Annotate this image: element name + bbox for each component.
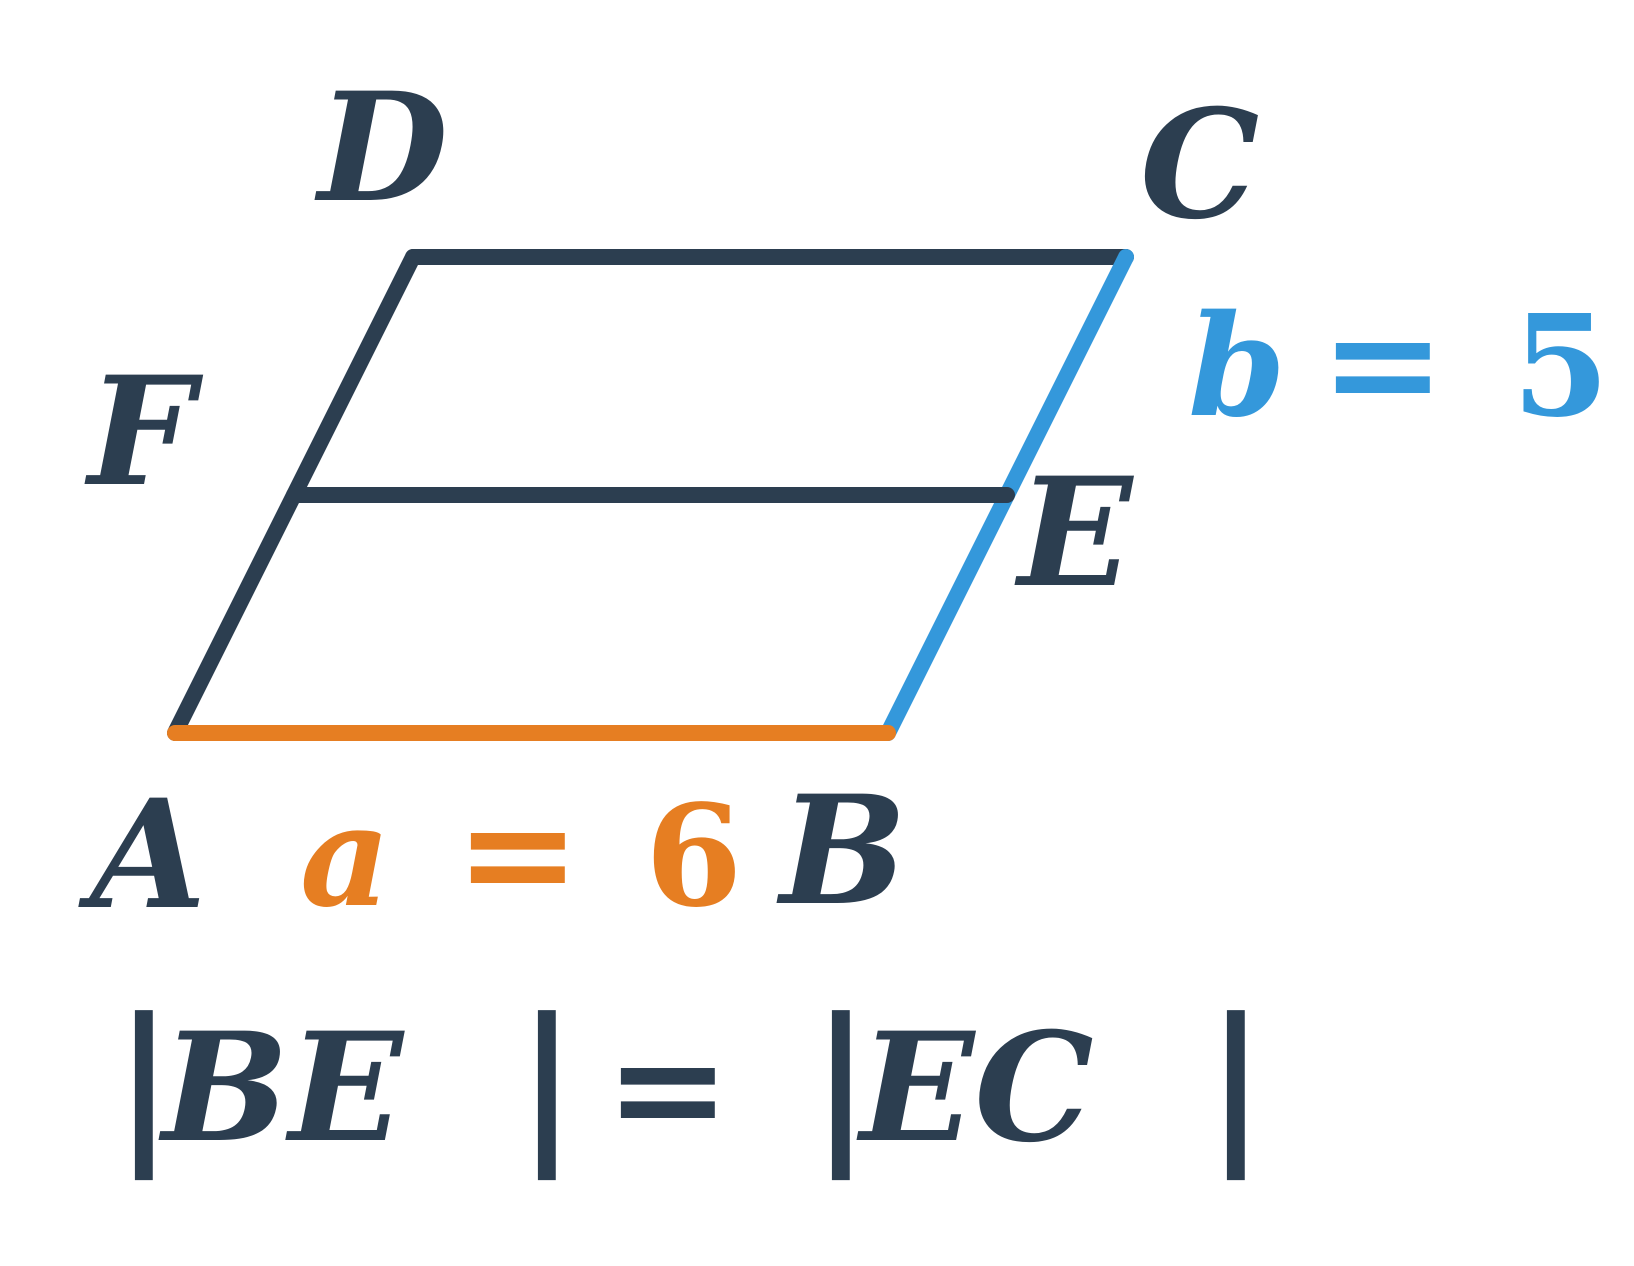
- label-D: D: [314, 60, 448, 236]
- side-b-equals: =: [1320, 275, 1446, 451]
- side-a-variable: a: [300, 775, 391, 939]
- condition-right-segment: EC: [856, 1000, 1094, 1176]
- side-b-variable: b: [1188, 285, 1286, 449]
- condition-left-segment: BE: [158, 1000, 406, 1176]
- condition-bar-open-right: |: [810, 981, 872, 1181]
- label-B: B: [776, 763, 907, 939]
- condition-bar-close-right: |: [1205, 981, 1267, 1181]
- label-E: E: [1014, 445, 1135, 621]
- label-C: C: [1140, 77, 1259, 253]
- label-A: A: [78, 767, 206, 943]
- side-a-value: 6: [645, 775, 742, 939]
- label-F: F: [84, 344, 204, 520]
- condition-bar-close-left: |: [516, 981, 578, 1181]
- condition-equals: =: [605, 1000, 731, 1176]
- side-b-value: 5: [1512, 285, 1609, 449]
- side-a-equals: =: [455, 765, 581, 941]
- condition-bar-open-left: |: [113, 981, 175, 1181]
